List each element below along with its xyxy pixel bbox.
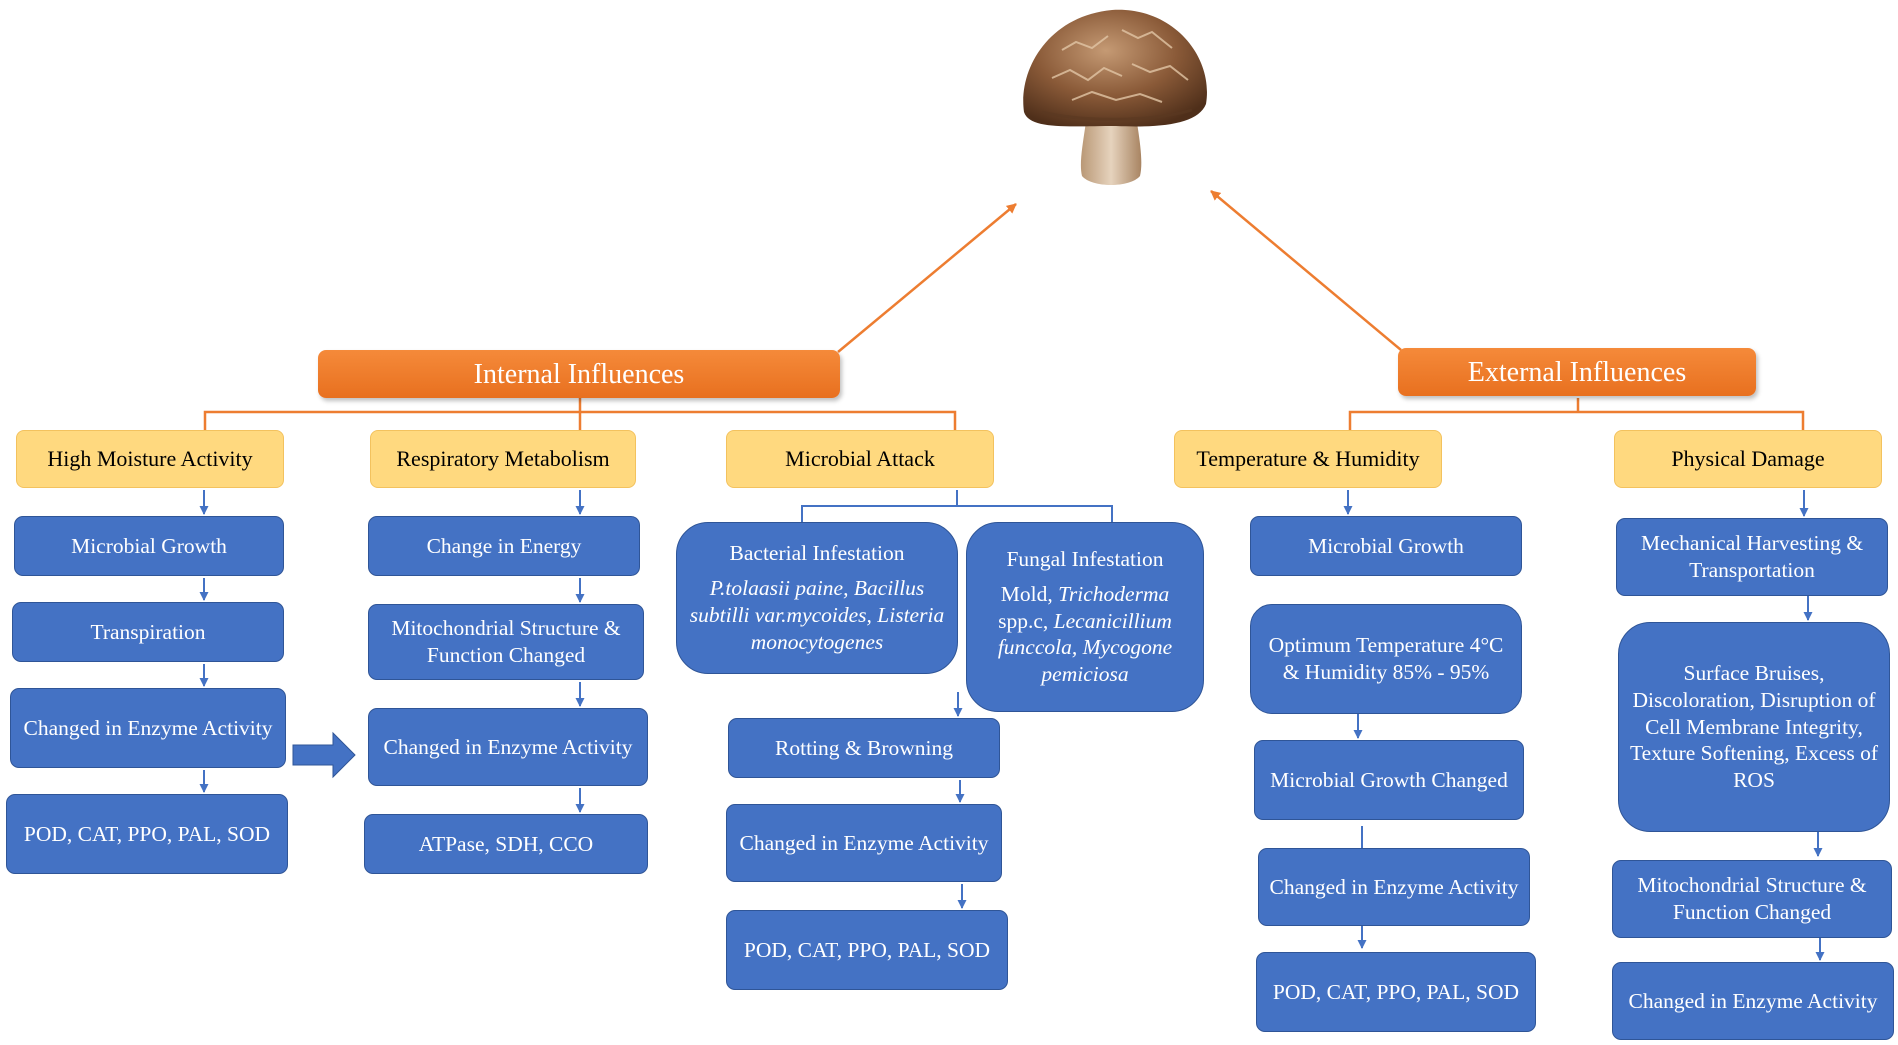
col3-enzyme-activity: Changed in Enzyme Activity bbox=[726, 804, 1002, 882]
category-microbial-attack: Microbial Attack bbox=[726, 430, 994, 488]
col5-mitochondrial-change: Mitochondrial Structure & Function Chang… bbox=[1612, 860, 1892, 938]
arrow-external-to-mushroom bbox=[1210, 190, 1402, 351]
col5-mechanical-harvesting: Mechanical Harvesting & Transportation bbox=[1616, 518, 1888, 596]
col5-enzyme-activity: Changed in Enzyme Activity bbox=[1612, 962, 1894, 1040]
col2-change-in-energy: Change in Energy bbox=[368, 516, 640, 576]
flow-arrows bbox=[199, 490, 1825, 961]
col1-transpiration: Transpiration bbox=[12, 602, 284, 662]
block-arrow bbox=[292, 731, 356, 779]
category-temperature-humidity: Temperature & Humidity bbox=[1174, 430, 1442, 488]
bacterial-species: P.tolaasii paine, Bacillus subtilli var.… bbox=[689, 576, 945, 654]
internal-bracket bbox=[203, 398, 957, 430]
col4-microbial-growth: Microbial Growth bbox=[1250, 516, 1522, 576]
category-respiratory-metabolism: Respiratory Metabolism bbox=[370, 430, 636, 488]
col1-enzymes-list: POD, CAT, PPO, PAL, SOD bbox=[6, 794, 288, 874]
category-physical-damage: Physical Damage bbox=[1614, 430, 1882, 488]
fungal-infestation: Fungal Infestation Mold, Trichoderma spp… bbox=[966, 522, 1204, 712]
mushroom-icon bbox=[1023, 9, 1207, 185]
internal-influences-header: Internal Influences bbox=[318, 350, 840, 398]
fungal-species: Mold, Trichoderma spp.c, Lecanicillium f… bbox=[997, 581, 1173, 687]
col4-enzyme-activity: Changed in Enzyme Activity bbox=[1258, 848, 1530, 926]
col3-rotting-browning: Rotting & Browning bbox=[728, 718, 1000, 778]
col1-enzyme-activity: Changed in Enzyme Activity bbox=[10, 688, 286, 768]
fungal-infestation-title: Fungal Infestation bbox=[1006, 546, 1164, 571]
external-bracket bbox=[1348, 398, 1805, 430]
bacterial-infestation-title: Bacterial Infestation bbox=[729, 541, 905, 566]
col4-enzymes-list: POD, CAT, PPO, PAL, SOD bbox=[1256, 952, 1536, 1032]
arrow-internal-to-mushroom bbox=[837, 203, 1017, 353]
col2-mitochondrial-change: Mitochondrial Structure & Function Chang… bbox=[368, 604, 644, 680]
col1-microbial-growth: Microbial Growth bbox=[14, 516, 284, 576]
col5-surface-damage: Surface Bruises, Discoloration, Disrupti… bbox=[1618, 622, 1890, 832]
col4-microbial-growth-changed: Microbial Growth Changed bbox=[1254, 740, 1524, 820]
col2-enzyme-activity: Changed in Enzyme Activity bbox=[368, 708, 648, 786]
category-high-moisture-activity: High Moisture Activity bbox=[16, 430, 284, 488]
col2-enzymes-list: ATPase, SDH, CCO bbox=[364, 814, 648, 874]
col3-enzymes-list: POD, CAT, PPO, PAL, SOD bbox=[726, 910, 1008, 990]
bacterial-infestation: Bacterial Infestation P.tolaasii paine, … bbox=[676, 522, 958, 674]
external-influences-header: External Influences bbox=[1398, 348, 1756, 396]
col4-optimum-conditions: Optimum Temperature 4°C & Humidity 85% -… bbox=[1250, 604, 1522, 714]
